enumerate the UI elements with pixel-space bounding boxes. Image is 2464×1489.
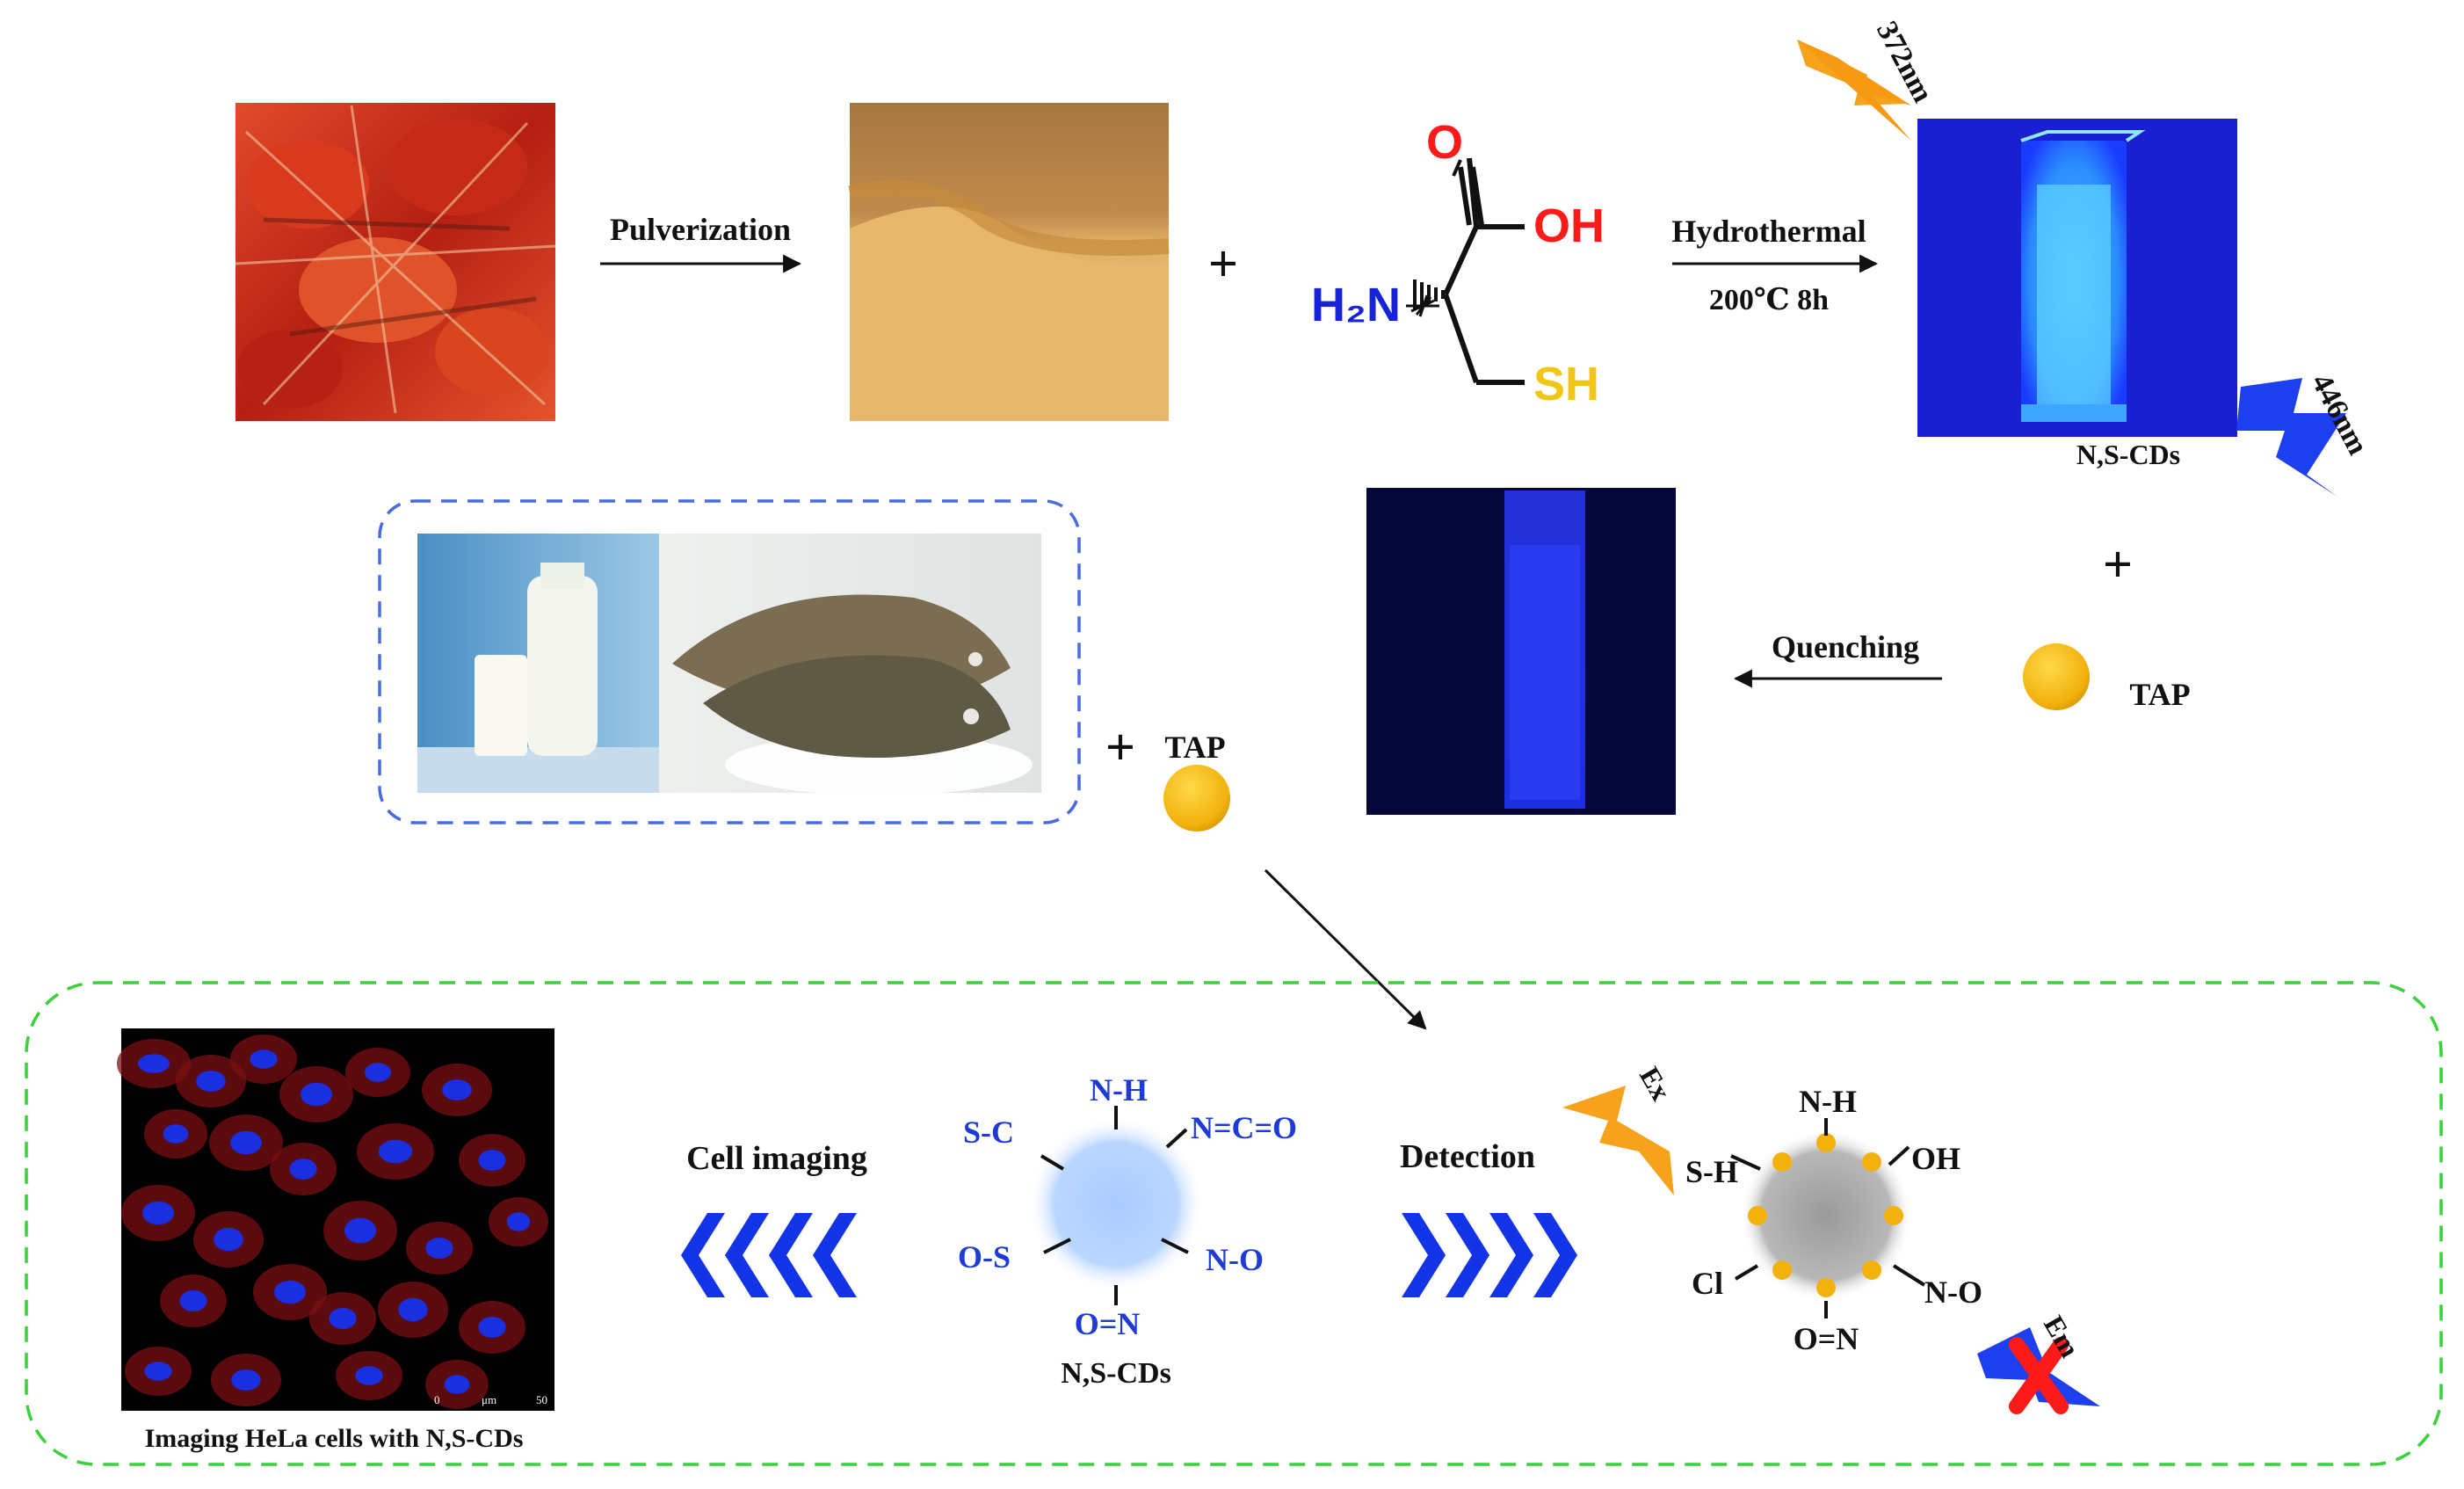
fish-photo — [659, 534, 1041, 795]
crayfish-powder-photo — [848, 103, 1170, 421]
cell-imaging-label: Cell imaging — [686, 1140, 867, 1177]
right-chevrons-icon — [1402, 1213, 1577, 1297]
cd-group-2: N=C=O — [1191, 1110, 1297, 1145]
cuvette-product-label: N,S-CDs — [2076, 439, 2180, 470]
cys-hydroxyl: OH — [1533, 200, 1605, 252]
diagonal-arrow — [1264, 868, 1427, 1030]
cd-group-4: O=N — [1075, 1306, 1141, 1341]
cysteine-structure: O OH H₂N SH — [1311, 116, 1605, 410]
cys-thiol: SH — [1533, 358, 1599, 410]
quenched-group-2: OH — [1911, 1141, 1960, 1176]
quenched-cuvette-photo — [1366, 488, 1676, 815]
hela-caption: Imaging HeLa cells with N,S-CDs — [145, 1424, 524, 1453]
cd-group-5: O-S — [958, 1239, 1011, 1275]
hela-cells-image: 0 μm 50 — [117, 1028, 554, 1411]
detection-label: Detection — [1400, 1138, 1535, 1175]
quenched-group-4: O=N — [1794, 1321, 1859, 1356]
quenched-group-1: N-H — [1799, 1084, 1857, 1119]
hela-scale-unit: μm — [482, 1393, 496, 1406]
plus-sign-1: + — [1208, 235, 1238, 293]
real-samples-dashed-frame — [378, 499, 1081, 824]
hydrothermal-label: Hydrothermal — [1671, 214, 1866, 249]
quenched-cd-particle — [1730, 1118, 1926, 1318]
tap-label-right: TAP — [2129, 677, 2190, 712]
excitation-lightning-icon — [1797, 40, 1911, 141]
fluorescent-cuvette-photo — [1917, 119, 2237, 437]
cd-group-1: N-H — [1090, 1072, 1148, 1108]
em-blocked-lightning-icon — [1977, 1327, 2100, 1414]
pulverization-label: Pulverization — [610, 212, 791, 247]
plus-sign-3: + — [1105, 718, 1135, 776]
tap-molecule-icon — [2023, 643, 2090, 710]
quenching-label: Quenching — [1772, 629, 1919, 665]
ex-lightning-icon — [1562, 1086, 1674, 1195]
cd-group-6: S-C — [963, 1115, 1014, 1150]
quenched-group-6: S-H — [1685, 1154, 1738, 1189]
tap-molecule-icon-2 — [1163, 765, 1230, 832]
application-dashed-frame — [25, 981, 2443, 1466]
crayfish-photo — [235, 103, 556, 421]
hydrothermal-conditions: 200℃ 8h — [1709, 284, 1829, 316]
milk-photo — [417, 534, 659, 793]
cd-particle-label: N,S-CDs — [1061, 1357, 1171, 1390]
hela-scale-fifty: 50 — [536, 1393, 547, 1406]
cys-amine: H₂N — [1311, 279, 1401, 331]
tap-label-samples: TAP — [1164, 730, 1225, 765]
ex-label: Ex — [1634, 1062, 1678, 1106]
quenched-group-5: Cl — [1692, 1266, 1723, 1301]
cys-oxygen: O — [1426, 116, 1463, 169]
quenched-group-3: N-O — [1924, 1275, 1982, 1310]
plus-sign-2: + — [2103, 535, 2133, 593]
emission-lightning-icon — [2236, 378, 2346, 497]
hela-scale-zero: 0 — [434, 1393, 440, 1406]
cd-particle — [1028, 1106, 1204, 1305]
left-chevrons-icon — [681, 1213, 857, 1297]
cd-group-3: N-O — [1206, 1242, 1264, 1277]
